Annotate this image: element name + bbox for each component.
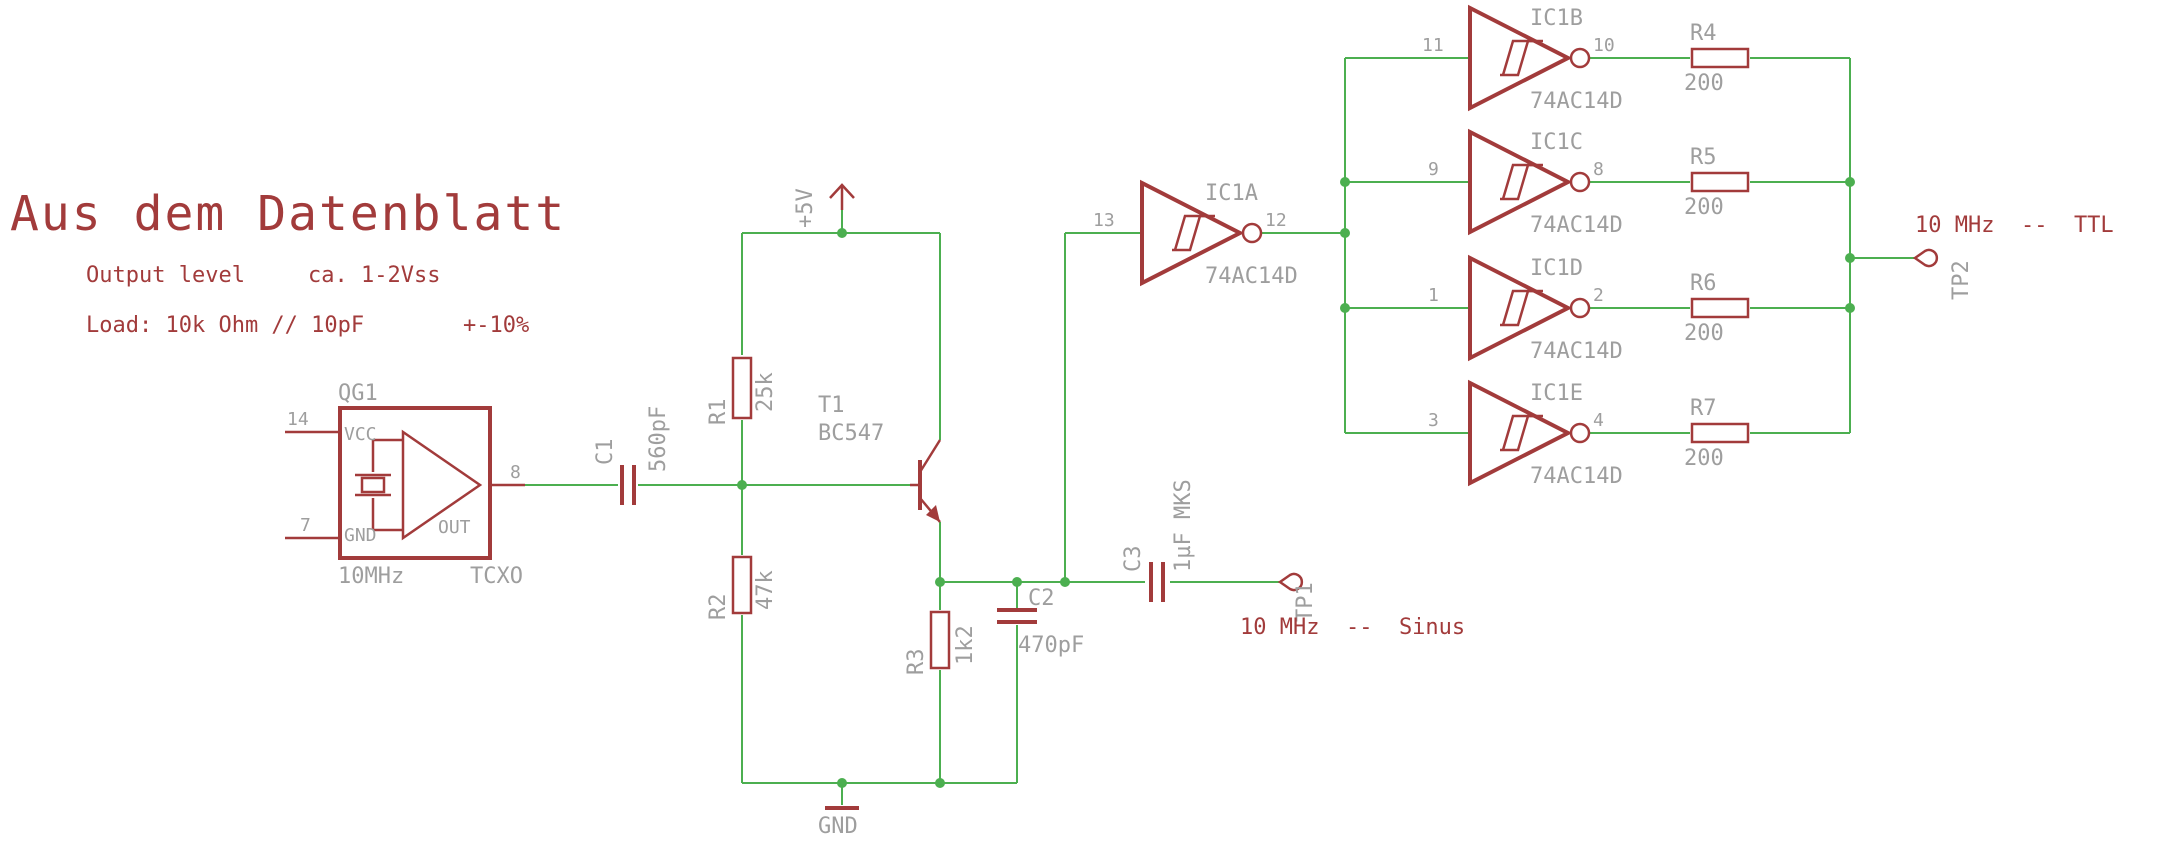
gate-ic1b xyxy=(1468,4,1591,112)
qg1-value: 10MHz xyxy=(338,564,404,589)
ic1b-pin-in: 11 xyxy=(1422,35,1444,56)
c3-ref: C3 xyxy=(1121,546,1146,573)
c2-value: 470pF xyxy=(1018,633,1084,658)
ic1b-pin-out: 10 xyxy=(1593,35,1615,56)
ic1c-pin-out: 8 xyxy=(1593,159,1604,180)
tp1-label: 10 MHz -- Sinus xyxy=(1240,615,1465,640)
r4-ref: R4 xyxy=(1690,21,1717,46)
resistor-r6 xyxy=(1690,297,1750,319)
qg1-pin-vcc: 14 xyxy=(287,409,309,430)
testpoint-tp2 xyxy=(1912,248,1939,268)
ic1a-pin-out: 12 xyxy=(1265,210,1287,231)
r3-value: 1k2 xyxy=(953,625,978,665)
note-output-level-value: ca. 1-2Vss xyxy=(308,263,440,288)
r5-value: 200 xyxy=(1684,195,1724,220)
r1-value: 25k xyxy=(753,372,778,412)
ic1b-part: 74AC14D xyxy=(1530,89,1623,114)
supply-5v-symbol xyxy=(829,183,855,210)
ic1c-ref: IC1C xyxy=(1530,130,1583,155)
resistor-r7 xyxy=(1690,422,1750,444)
ic1e-ref: IC1E xyxy=(1530,381,1583,406)
resistor-r5 xyxy=(1690,171,1750,193)
capacitor-c3 xyxy=(1149,562,1165,602)
qg1-label-out: OUT xyxy=(438,517,471,538)
oscillator-qg1 xyxy=(285,406,525,560)
qg1-ref: QG1 xyxy=(338,381,378,406)
resistor-r3 xyxy=(929,610,951,670)
t1-ref: T1 xyxy=(818,393,845,418)
tp2-label: 10 MHz -- TTL xyxy=(1915,213,2114,238)
r7-value: 200 xyxy=(1684,446,1724,471)
r4-value: 200 xyxy=(1684,71,1724,96)
ic1e-pin-in: 3 xyxy=(1428,410,1439,431)
ic1a-ref: IC1A xyxy=(1205,181,1258,206)
resistor-r1 xyxy=(731,356,753,420)
r3-ref: R3 xyxy=(904,649,929,676)
qg1-pin-out: 8 xyxy=(510,462,521,483)
note-tolerance: +-10% xyxy=(463,313,529,338)
gate-ic1e xyxy=(1468,379,1591,487)
c2-ref: C2 xyxy=(1028,586,1055,611)
gate-ic1d xyxy=(1468,254,1591,362)
ic1d-pin-out: 2 xyxy=(1593,285,1604,306)
ic1d-pin-in: 1 xyxy=(1428,285,1439,306)
r2-value: 47k xyxy=(753,570,778,610)
c1-value: 560pF xyxy=(646,406,671,472)
r5-ref: R5 xyxy=(1690,145,1717,170)
tp2-ref: TP2 xyxy=(1949,260,1974,300)
gate-ic1a xyxy=(1140,179,1263,287)
ic1d-part: 74AC14D xyxy=(1530,339,1623,364)
transistor-t1 xyxy=(910,439,942,523)
qg1-label-gnd: GND xyxy=(344,525,377,546)
junctions xyxy=(737,177,1855,788)
resistor-r2 xyxy=(731,555,753,615)
ic1e-part: 74AC14D xyxy=(1530,464,1623,489)
gate-ic1c xyxy=(1468,128,1591,236)
tp1-ref: TP1 xyxy=(1293,582,1318,622)
wires xyxy=(285,57,1915,805)
ic1c-pin-in: 9 xyxy=(1428,159,1439,180)
r6-ref: R6 xyxy=(1690,271,1717,296)
c3-value: 1µF MKS xyxy=(1171,479,1196,572)
supply-5v-label: +5V xyxy=(793,188,818,228)
gnd-label: GND xyxy=(818,814,858,839)
ic1a-pin-in: 13 xyxy=(1093,210,1115,231)
ic1a-part: 74AC14D xyxy=(1205,264,1298,289)
t1-value: BC547 xyxy=(818,421,884,446)
r1-ref: R1 xyxy=(706,399,731,426)
note-output-level-label: Output level xyxy=(86,263,245,288)
r2-ref: R2 xyxy=(706,594,731,621)
capacitor-c2 xyxy=(997,608,1037,624)
r6-value: 200 xyxy=(1684,321,1724,346)
ic1d-ref: IC1D xyxy=(1530,256,1583,281)
qg1-label-vcc: VCC xyxy=(344,424,377,445)
qg1-type: TCXO xyxy=(470,564,523,589)
testpoint-tp1 xyxy=(1277,572,1304,592)
ic1c-part: 74AC14D xyxy=(1530,213,1623,238)
qg1-pin-gnd: 7 xyxy=(300,515,311,536)
r7-ref: R7 xyxy=(1690,396,1717,421)
note-load: Load: 10k Ohm // 10pF xyxy=(86,313,364,338)
ic1b-ref: IC1B xyxy=(1530,6,1583,31)
ic1e-pin-out: 4 xyxy=(1593,410,1604,431)
diagram-title: Aus dem Datenblatt xyxy=(10,186,566,242)
capacitor-c1 xyxy=(620,465,636,505)
resistor-r4 xyxy=(1690,47,1750,69)
c1-ref: C1 xyxy=(593,439,618,466)
